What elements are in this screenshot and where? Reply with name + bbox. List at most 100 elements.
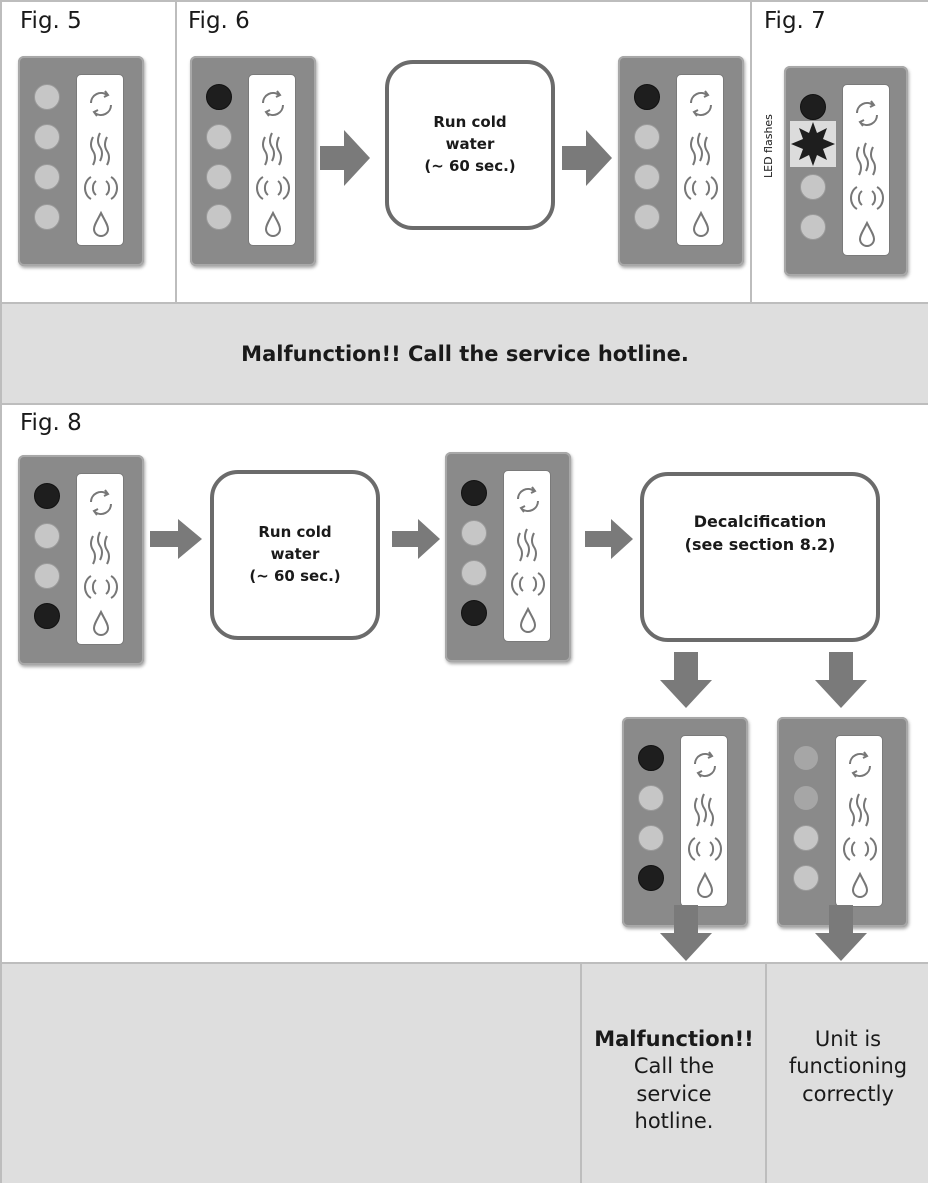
led-cycle [34, 84, 60, 110]
control-panel-fig7 [784, 66, 908, 276]
result-line-1: Call the [633, 1054, 715, 1079]
sound-waves-icon [511, 572, 545, 596]
step-line-1: Run cold [433, 113, 507, 132]
led-water [206, 204, 232, 230]
led-sound [34, 563, 60, 589]
step-line-3: (~ 60 sec.) [249, 566, 341, 585]
frame-top [0, 0, 928, 2]
led-sound [638, 825, 664, 851]
arrow-right-icon [562, 130, 612, 186]
icon-strip [676, 74, 724, 246]
led-cycle [793, 745, 819, 771]
led-cycle [800, 94, 826, 120]
fig5-label: Fig. 5 [20, 8, 82, 34]
led-water [634, 204, 660, 230]
control-panel-fig8-ok [777, 717, 908, 927]
control-panel-fig8-start [18, 455, 144, 665]
result-line-3: correctly [802, 1081, 894, 1106]
cycle-icon [517, 486, 539, 513]
step-line-2: water [445, 135, 495, 154]
result-malfunction-title: Malfunction!! [594, 1027, 754, 1051]
cycle-icon [90, 489, 112, 516]
water-drop-icon [851, 871, 869, 898]
step-decalcification: Decalcification (see section 8.2) [640, 472, 880, 642]
divider-result-right-overlay [765, 964, 767, 1183]
step-line-3: (~ 60 sec.) [424, 156, 516, 175]
led-water [34, 603, 60, 629]
arrow-right-icon [320, 130, 370, 186]
step-line-2: (see section 8.2) [684, 535, 836, 555]
control-panel-fig6-after [618, 56, 744, 266]
divider-result-left-overlay [580, 964, 582, 1183]
icon-strip [835, 735, 883, 907]
divider-results [0, 962, 928, 964]
icon-strip [842, 84, 890, 256]
led-sound [461, 560, 487, 586]
sound-waves-icon [84, 575, 118, 599]
malfunction-band: Malfunction!! Call the service hotline. [2, 304, 928, 403]
result-line-2: service [636, 1081, 712, 1106]
sound-waves-icon [843, 837, 877, 861]
led-heat [634, 124, 660, 150]
sound-waves-icon [688, 837, 722, 861]
divider-fig6-fig7 [750, 0, 752, 302]
heat-waves-icon [90, 132, 110, 166]
led-heat [638, 785, 664, 811]
led-cycle [461, 480, 487, 506]
led-cycle [34, 483, 60, 509]
heat-waves-icon [856, 142, 876, 176]
cycle-icon [262, 90, 284, 117]
fig8-label: Fig. 8 [20, 410, 82, 436]
icon-strip [503, 470, 551, 642]
step-run-cold-water-fig8: Run cold water (~ 60 sec.) [210, 470, 380, 640]
led-flashes-label: LED flashes [762, 114, 775, 178]
water-drop-icon [692, 210, 710, 237]
arrow-down-icon [660, 652, 712, 708]
heat-waves-icon [90, 531, 110, 565]
sound-waves-icon [256, 176, 290, 200]
water-drop-icon [519, 606, 537, 633]
led-sound [634, 164, 660, 190]
result-line-2: functioning [788, 1054, 908, 1079]
arrow-right-icon [392, 519, 440, 559]
heat-waves-icon [262, 132, 282, 166]
result-malfunction: Malfunction!! Call the service hotline. [584, 1026, 764, 1135]
divider-fig5-fig6 [175, 0, 177, 302]
cycle-icon [856, 100, 878, 127]
water-drop-icon [696, 871, 714, 898]
led-water [793, 865, 819, 891]
arrow-right-icon [585, 519, 633, 559]
led-sound [800, 174, 826, 200]
arrow-down-icon [815, 905, 867, 961]
result-functioning: Unit is functioning correctly [768, 1026, 928, 1108]
heat-waves-icon [690, 132, 710, 166]
result-line-3: hotline. [634, 1108, 714, 1133]
step-line-2: water [270, 545, 320, 564]
sound-waves-icon [684, 176, 718, 200]
divider-band1 [0, 403, 928, 405]
control-panel-fig8-middle [445, 452, 571, 662]
arrow-down-icon [660, 905, 712, 961]
led-sound [206, 164, 232, 190]
led-cycle [634, 84, 660, 110]
fig7-label: Fig. 7 [764, 8, 826, 34]
sound-waves-icon [84, 176, 118, 200]
heat-waves-icon [849, 793, 869, 827]
led-sound [793, 825, 819, 851]
result-line-1: Unit is [814, 1027, 882, 1051]
control-panel-fig5 [18, 56, 144, 266]
fig6-label: Fig. 6 [188, 8, 250, 34]
led-heat [461, 520, 487, 546]
led-heat [206, 124, 232, 150]
malfunction-message: Malfunction!! Call the service hotline. [241, 341, 689, 366]
divider-row1 [0, 302, 928, 304]
control-panel-fig8-fail [622, 717, 748, 927]
arrow-down-icon [815, 652, 867, 708]
led-water [34, 204, 60, 230]
step-line-1: Run cold [258, 523, 332, 542]
led-sound [34, 164, 60, 190]
results-band [2, 964, 928, 1183]
cycle-icon [849, 751, 871, 778]
step-run-cold-water-fig6: Run cold water (~ 60 sec.) [385, 60, 555, 230]
icon-strip [680, 735, 728, 907]
